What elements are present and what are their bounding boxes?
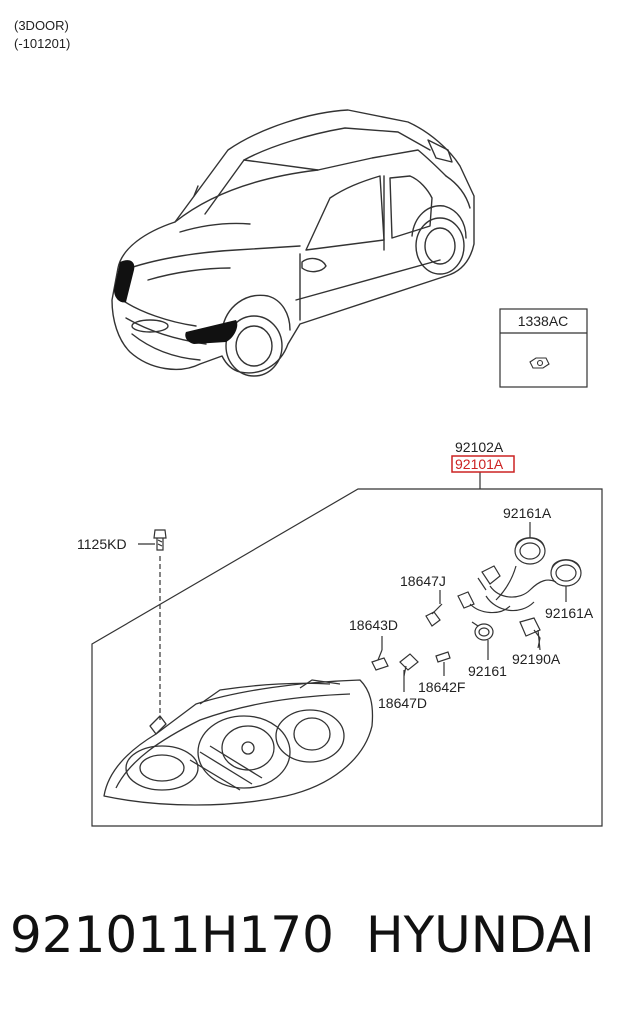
label-92161A-top: 92161A xyxy=(503,505,552,521)
label-92101A: 92101A xyxy=(455,456,504,472)
label-18647D: 18647D xyxy=(378,695,427,711)
label-92190A: 92190A xyxy=(512,651,561,667)
header-door-type: (3DOOR) xyxy=(14,18,69,33)
socket-92161 xyxy=(471,621,494,660)
label-92161A-right: 92161A xyxy=(545,605,594,621)
assembly-outline xyxy=(91,472,603,827)
parts-diagram: 1338AC xyxy=(77,109,603,827)
car-illustration xyxy=(111,109,475,377)
part-number: 921011H170 xyxy=(10,906,334,964)
label-18642F: 18642F xyxy=(418,679,465,695)
right-headlight-highlight xyxy=(185,320,238,344)
bolt-1125KD xyxy=(138,529,167,720)
nut-icon xyxy=(529,357,550,369)
bulb-18647J xyxy=(425,590,443,627)
bulb-18643D xyxy=(371,636,389,671)
socket-92161A-right xyxy=(550,559,582,602)
part-box-1338AC: 1338AC xyxy=(499,308,588,388)
label-1125KD: 1125KD xyxy=(77,536,127,552)
headlamp-assembly xyxy=(103,679,374,806)
brand-name: HYUNDAI xyxy=(366,906,595,964)
label-92102A: 92102A xyxy=(455,439,504,455)
bulb-18647D xyxy=(399,653,419,692)
highlight-box xyxy=(451,455,515,473)
connector-92190A xyxy=(519,617,541,651)
left-headlight-highlight xyxy=(114,260,135,303)
label-18643D: 18643D xyxy=(349,617,398,633)
label-18647J: 18647J xyxy=(400,573,446,589)
header-date-range: (-101201) xyxy=(14,36,71,51)
clip-18642F xyxy=(435,651,451,676)
wiring-harness xyxy=(457,565,557,614)
label-92161: 92161 xyxy=(468,663,507,679)
part-box-label: 1338AC xyxy=(518,313,569,329)
socket-92161A-top xyxy=(514,522,546,565)
